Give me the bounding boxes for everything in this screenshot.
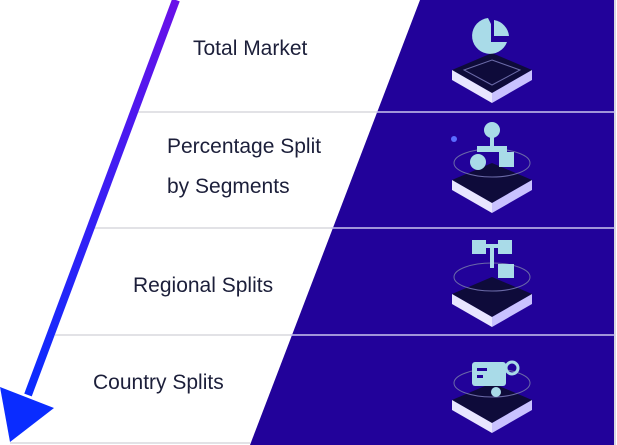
document-flow-icon — [452, 360, 532, 433]
row-label-total-market: Total Market — [193, 37, 308, 60]
pie-chart-icon — [452, 18, 532, 103]
row-label-regional-splits: Regional Splits — [133, 274, 274, 297]
label-line-1: Percentage Split — [167, 135, 322, 158]
row-label-percentage-split: Percentage Split by Segments — [167, 127, 321, 207]
down-arrow — [0, 0, 180, 442]
flowchart-icon — [452, 240, 532, 327]
row-label-country-splits: Country Splits — [93, 371, 224, 394]
row-dividers — [10, 111, 615, 444]
label-line-2: by Segments — [167, 175, 290, 198]
hierarchy-icon — [451, 122, 532, 213]
